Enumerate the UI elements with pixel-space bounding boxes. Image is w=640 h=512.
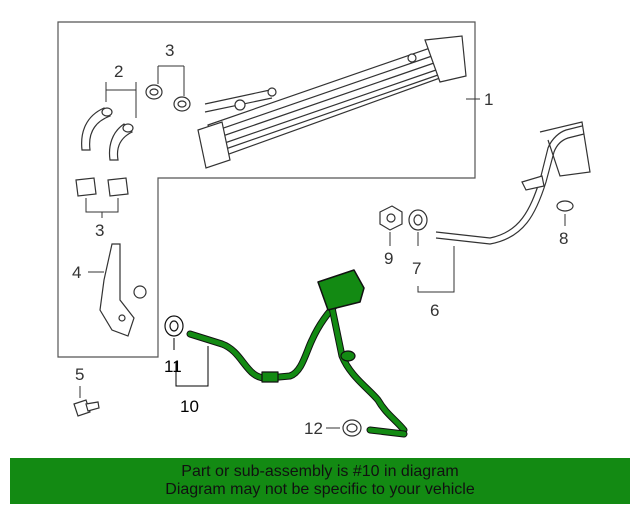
callout-11: 11 [164,357,182,376]
clamp-part [75,177,129,197]
callout-2: 2 [114,62,123,81]
callout-3-top: 3 [165,41,174,60]
callout-7: 7 [412,259,421,278]
callout-10: 10 [180,397,199,416]
washer-part [556,200,574,212]
callout-5: 5 [75,365,84,384]
callout-2-leader [105,82,137,118]
callout-6: 6 [430,301,439,320]
callout-6-leader [417,246,455,293]
callout-3-top-leader [157,65,185,96]
callout-3-bottom-leader [85,198,119,218]
callout-4: 4 [72,263,81,282]
clamp-part [145,84,191,112]
bolt-part [73,399,100,417]
assembly-frame [57,21,476,358]
oil-cooler-part [197,35,467,169]
connector-part [99,243,147,337]
parts-diagram: 1 2 3 3 4 5 9 7 [57,21,591,438]
callout-3-bottom: 3 [95,221,104,240]
callout-8: 8 [559,229,568,248]
callout-12: 12 [304,419,323,438]
banner-line-2: Diagram may not be specific to your vehi… [165,481,475,498]
nut-part [379,205,403,231]
banner-line-1: Part or sub-assembly is #10 in diagram [181,463,459,480]
callout-9: 9 [384,249,393,268]
part-info-banner: Part or sub-assembly is #10 in diagram D… [10,458,630,504]
hose-part [81,107,134,161]
outlet-pipe-part [435,121,591,245]
gasket-part [342,419,362,437]
inlet-pipe-part-highlighted [186,269,408,438]
seal-part [408,209,428,231]
callout-1: 1 [484,90,493,109]
seal-ring-part [164,315,184,337]
callout-10-leader [175,346,209,387]
